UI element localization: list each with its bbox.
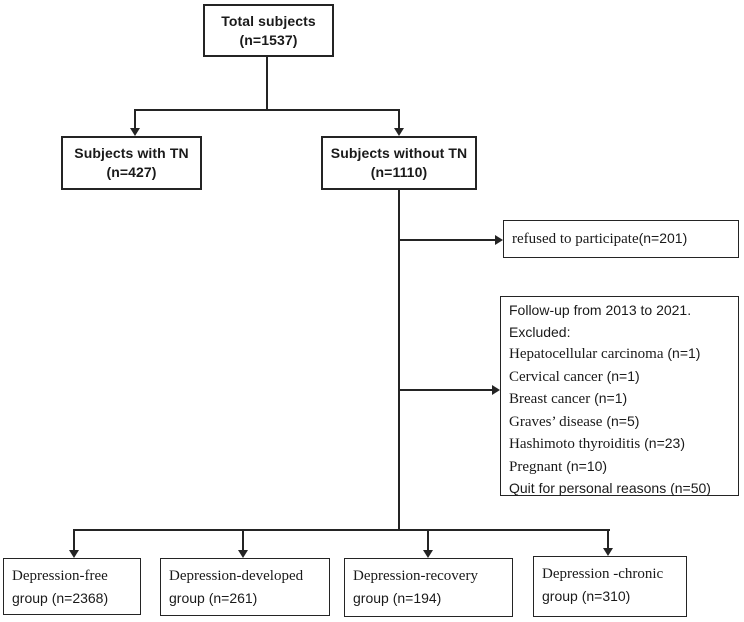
box-total-subjects: Total subjects (n=1537) xyxy=(203,4,334,57)
excluded-item-breast: Breast cancer (n=1) xyxy=(509,390,628,407)
depression-developed-label: Depression-developed xyxy=(169,568,304,584)
connector-branch-top xyxy=(134,109,400,111)
depression-recovery-label: Depression-recovery xyxy=(353,568,478,584)
connector-to-excluded xyxy=(398,389,492,391)
connector-to-depression-chronic xyxy=(607,529,609,548)
arrowhead-depression-chronic xyxy=(603,548,613,556)
connector-to-refused xyxy=(398,239,495,241)
box-subjects-without-tn-count: (n=1110) xyxy=(370,164,428,180)
excluded-item-graves: Graves’ disease (n=5) xyxy=(509,412,640,430)
box-depression-recovery: Depression-recovery group (n=194) xyxy=(344,558,513,617)
box-depression-free: Depression-free group (n=2368) xyxy=(3,558,141,615)
excluded-item-cervical: Cervical cancer (n=1) xyxy=(509,367,640,385)
connector-to-without-tn xyxy=(398,109,400,129)
connector-to-depression-developed xyxy=(242,529,244,550)
connector-to-depression-recovery xyxy=(427,529,429,550)
excluded-item-quit: Quit for personal reasons (n=50) xyxy=(509,480,711,496)
depression-free-count: group (n=2368) xyxy=(12,590,109,606)
excluded-item-hepatocellular: Hepatocellular carcinoma (n=1) xyxy=(509,345,701,362)
excluded-heading: Excluded: xyxy=(509,323,571,340)
arrowhead-with-tn xyxy=(130,128,140,136)
arrowhead-depression-free xyxy=(69,550,79,558)
arrowhead-excluded xyxy=(492,385,500,395)
excluded-item-pregnant: Pregnant (n=10) xyxy=(509,457,608,475)
box-total-subjects-count: (n=1537) xyxy=(239,31,298,48)
connector-without-tn-spine xyxy=(398,190,400,531)
arrowhead-refused xyxy=(495,235,503,245)
box-refused-to-participate: refused to participate(n=201) xyxy=(503,220,739,258)
box-refused-text: refused to participate(n=201) xyxy=(512,230,738,248)
box-subjects-with-tn: Subjects with TN (n=427) xyxy=(61,136,202,190)
box-depression-developed: Depression-developed group (n=261) xyxy=(160,558,330,616)
depression-chronic-count: group (n=310) xyxy=(542,588,631,604)
box-subjects-without-tn-label: Subjects without TN xyxy=(330,145,468,161)
connector-branch-bottom xyxy=(73,529,610,531)
connector-to-with-tn xyxy=(134,109,136,129)
box-total-subjects-label: Total subjects xyxy=(221,12,316,29)
refused-count: (n=201) xyxy=(638,230,688,246)
depression-free-label: Depression-free xyxy=(12,568,108,584)
depression-developed-count: group (n=261) xyxy=(169,590,258,606)
arrowhead-without-tn xyxy=(394,128,404,136)
depression-recovery-count: group (n=194) xyxy=(353,590,442,606)
arrowhead-depression-developed xyxy=(238,550,248,558)
connector-to-depression-free xyxy=(73,529,75,550)
box-subjects-with-tn-count: (n=427) xyxy=(106,164,157,180)
box-depression-chronic: Depression -chronic group (n=310) xyxy=(533,556,687,617)
box-subjects-without-tn: Subjects without TN (n=1110) xyxy=(321,136,477,190)
excluded-followup-line: Follow-up from 2013 to 2021. xyxy=(509,302,692,318)
excluded-item-hashimoto: Hashimoto thyroiditis (n=23) xyxy=(509,435,685,452)
box-subjects-with-tn-label: Subjects with TN xyxy=(74,145,189,161)
connector-total-down xyxy=(266,56,268,111)
box-excluded: Follow-up from 2013 to 2021. Excluded: H… xyxy=(500,296,739,496)
arrowhead-depression-recovery xyxy=(423,550,433,558)
depression-chronic-label: Depression -chronic xyxy=(542,566,664,582)
refused-label: refused to participate xyxy=(512,231,639,247)
